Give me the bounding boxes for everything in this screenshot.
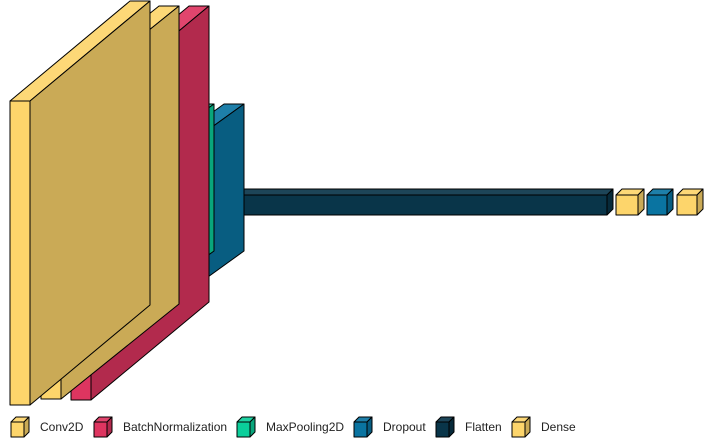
- dense-swatch-icon-cube: [511, 416, 531, 438]
- dropout-swatch-icon-cube: [353, 416, 373, 438]
- layer-stack-svg: [9, 0, 704, 406]
- conv2d-swatch-icon-cube-front-face: [10, 421, 25, 438]
- legend-label-flatten: Flatten: [465, 420, 502, 434]
- flatten-swatch-icon: [435, 416, 455, 438]
- flatten-layer: [206, 188, 614, 216]
- legend-label-maxpooling2d: MaxPooling2D: [266, 420, 345, 434]
- legend-label-dense: Dense: [541, 420, 576, 434]
- flatten-layer-top-face: [206, 188, 614, 196]
- legend-label-conv2d: Conv2D: [40, 420, 84, 434]
- conv2d-swatch-icon-cube: [10, 416, 30, 438]
- dropout-swatch-icon-cube-front-face: [353, 421, 368, 438]
- dense-layer-1-front-face: [615, 194, 639, 216]
- dropout-layer-2: [646, 188, 674, 216]
- batchnorm-swatch-icon-cube: [93, 416, 113, 438]
- flatten-swatch-icon-cube: [435, 416, 455, 438]
- dropout-swatch-icon: [353, 416, 373, 438]
- maxpool-swatch-icon-cube: [236, 416, 256, 438]
- legend-item-dropout: Dropout: [353, 416, 426, 438]
- maxpool-swatch-icon: [236, 416, 256, 438]
- conv2d-swatch-icon: [10, 416, 30, 438]
- conv2d-layer-1-front-face: [9, 100, 31, 406]
- batchnorm-swatch-icon: [93, 416, 113, 438]
- batchnorm-swatch-icon-cube-front-face: [93, 421, 108, 438]
- dense-layer-1: [615, 188, 645, 216]
- legend-item-flatten: Flatten: [435, 416, 502, 438]
- dense-swatch-icon: [511, 416, 531, 438]
- flatten-swatch-icon-cube-front-face: [435, 421, 450, 438]
- legend-label-dropout: Dropout: [383, 420, 426, 434]
- flatten-layer-front-face: [206, 194, 608, 216]
- dense-layer-2: [676, 188, 704, 216]
- legend: Conv2D BatchNormalization MaxPooling2D D…: [0, 413, 714, 441]
- dropout-layer-2-front-face: [646, 194, 668, 216]
- dense-layer-2-front-face: [676, 194, 698, 216]
- legend-item-maxpooling2d: MaxPooling2D: [236, 416, 344, 438]
- legend-label-batchnormalization: BatchNormalization: [123, 420, 228, 434]
- conv2d-layer-1: [9, 0, 151, 406]
- maxpool-swatch-icon-cube-front-face: [236, 421, 251, 438]
- legend-item-batchnormalization: BatchNormalization: [93, 416, 227, 438]
- dense-swatch-icon-cube-front-face: [511, 421, 526, 438]
- legend-item-dense: Dense: [511, 416, 576, 438]
- legend-item-conv2d: Conv2D: [10, 416, 83, 438]
